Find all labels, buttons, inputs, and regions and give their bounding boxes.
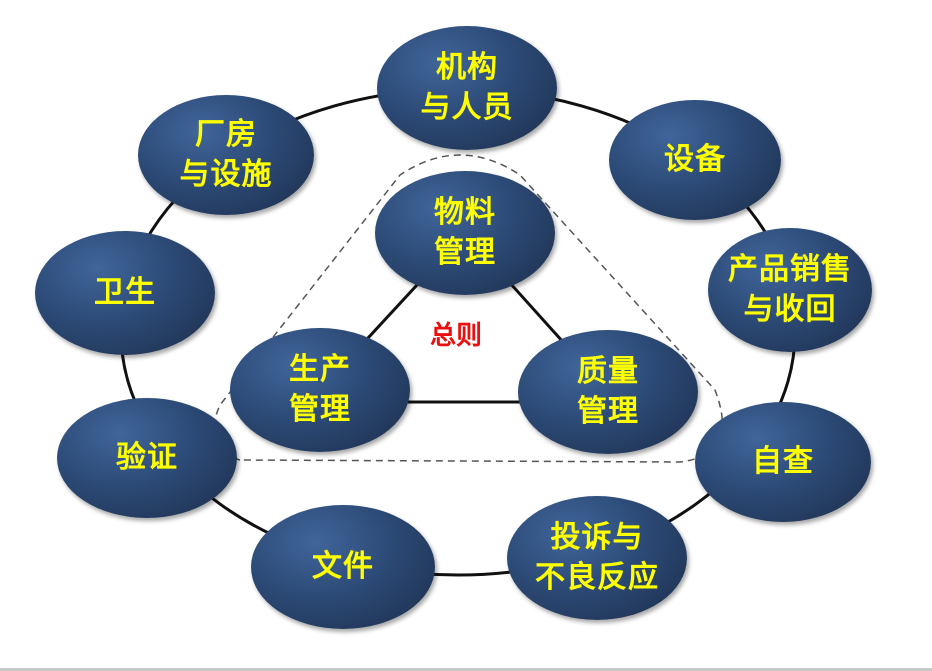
node-label-line: 管理 bbox=[289, 392, 351, 427]
node-label-line: 与收回 bbox=[743, 292, 837, 327]
node-complaints: 投诉与不良反应 bbox=[507, 496, 687, 620]
node-label-line: 生产 bbox=[289, 352, 351, 387]
node-materials: 物料管理 bbox=[375, 171, 555, 295]
node-label-line: 与人员 bbox=[420, 90, 514, 125]
node-documents: 文件 bbox=[251, 505, 435, 629]
node-label-line: 卫生 bbox=[94, 275, 156, 310]
node-equipment: 设备 bbox=[609, 100, 781, 220]
node-label-line: 产品销售 bbox=[728, 252, 852, 287]
node-validation: 验证 bbox=[57, 398, 237, 518]
node-label-line: 管理 bbox=[577, 394, 639, 429]
node-self-inspection: 自查 bbox=[695, 402, 871, 522]
node-label-line: 与设施 bbox=[179, 157, 273, 192]
node-sales: 产品销售与收回 bbox=[708, 228, 872, 352]
node-facilities: 厂房与设施 bbox=[138, 95, 314, 215]
node-quality: 质量管理 bbox=[518, 330, 698, 454]
bottom-border bbox=[0, 668, 932, 671]
node-label-line: 文件 bbox=[312, 549, 374, 584]
node-label-line: 投诉与 bbox=[550, 520, 644, 555]
node-org: 机构与人员 bbox=[377, 26, 557, 150]
node-hygiene: 卫生 bbox=[35, 231, 215, 355]
node-label-line: 质量 bbox=[577, 354, 639, 389]
node-label-line: 设备 bbox=[664, 142, 726, 177]
node-label-line: 验证 bbox=[116, 440, 178, 475]
node-label-line: 自查 bbox=[752, 444, 814, 479]
node-label-line: 管理 bbox=[434, 235, 496, 270]
node-label-line: 机构 bbox=[436, 50, 498, 85]
node-production: 生产管理 bbox=[230, 328, 410, 452]
node-label-line: 厂房 bbox=[195, 117, 257, 152]
node-label-line: 不良反应 bbox=[535, 560, 659, 595]
general-principles-label: 总则 bbox=[430, 321, 483, 351]
node-label-line: 物料 bbox=[434, 195, 496, 230]
